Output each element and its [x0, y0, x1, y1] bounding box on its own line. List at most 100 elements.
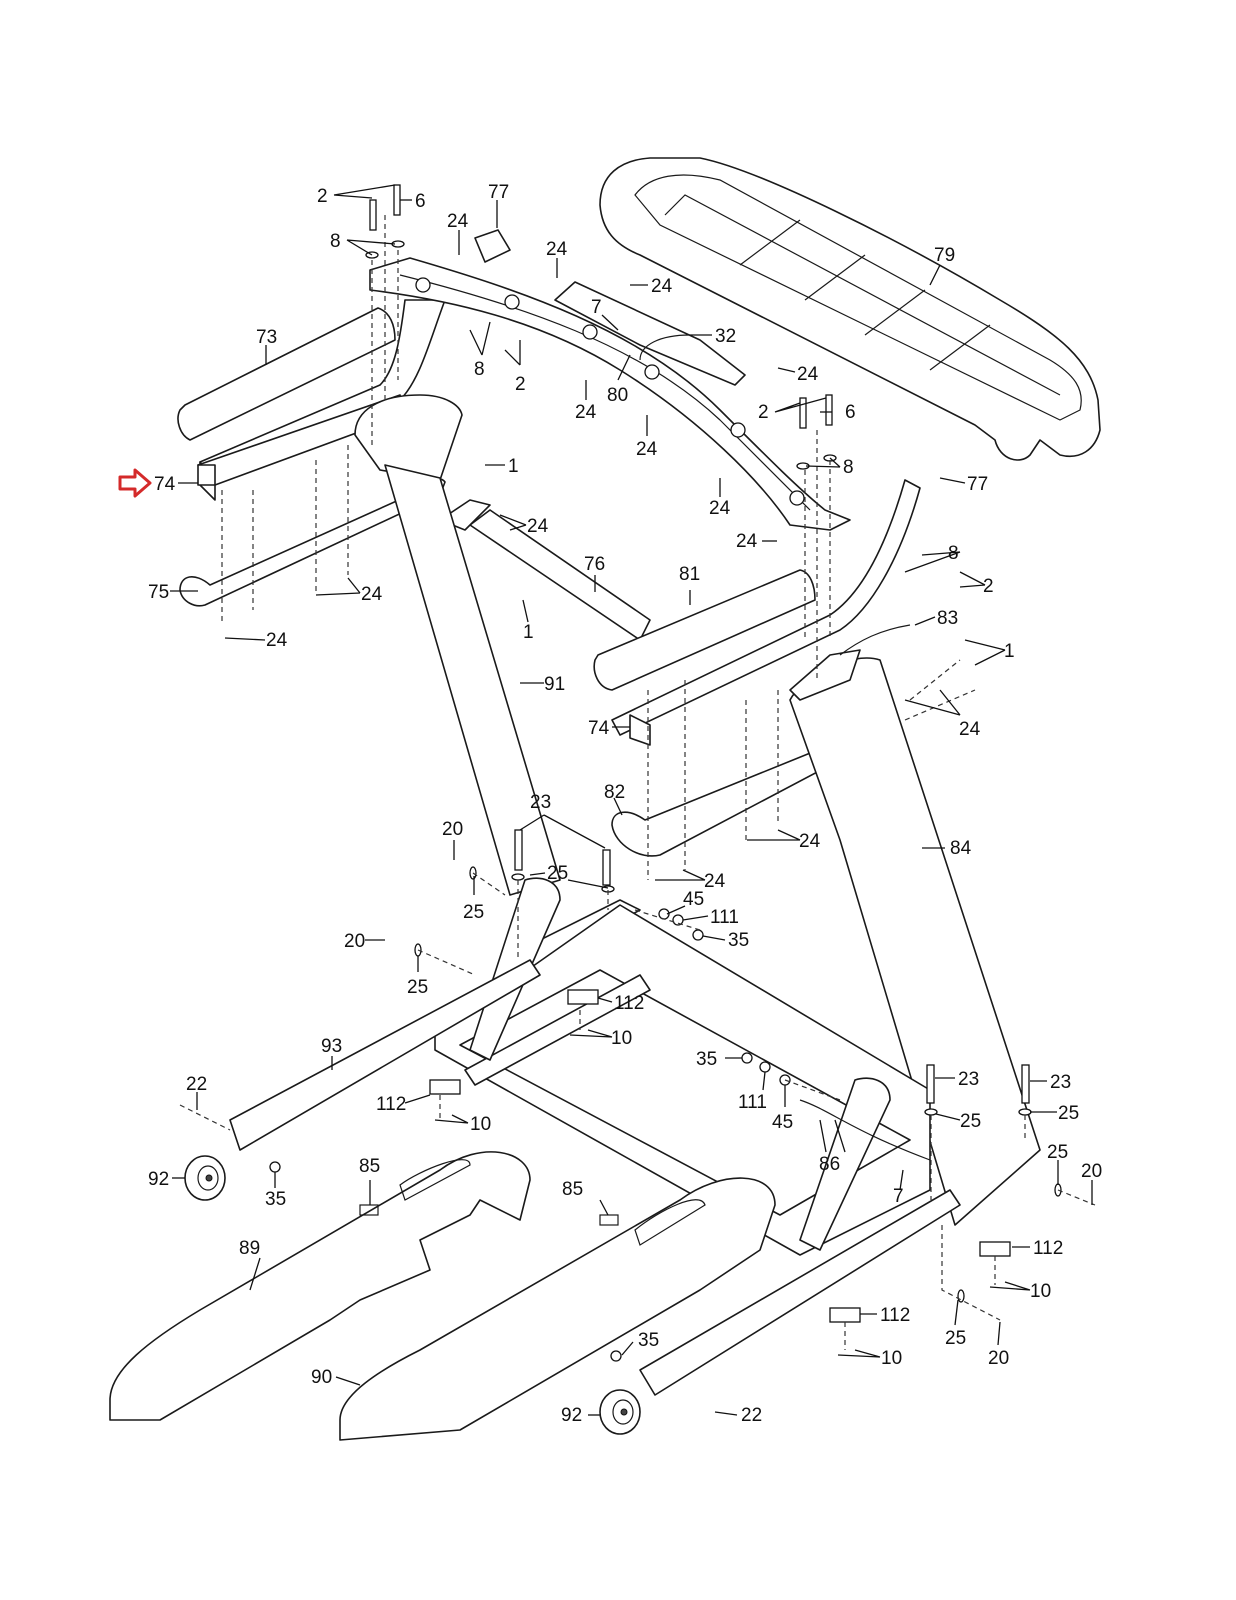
callout: 89: [239, 1238, 260, 1259]
wheel-92-left: [184, 1155, 226, 1201]
callout: 2: [515, 374, 526, 395]
handlebar-pad-81: [593, 569, 816, 691]
callout: 23: [530, 792, 551, 813]
callout: 22: [741, 1405, 762, 1426]
callout: 112: [1033, 1238, 1063, 1259]
callout: 2: [317, 186, 328, 207]
callout: 81: [679, 564, 700, 585]
callout: 2: [983, 576, 994, 597]
cable-32: [639, 334, 691, 361]
callout: 8: [330, 231, 341, 252]
callout: 24: [797, 364, 819, 385]
highlight-arrow-icon: [118, 468, 152, 498]
callout: 10: [470, 1114, 491, 1135]
callout: 35: [638, 1330, 659, 1351]
callout: 8: [948, 543, 959, 564]
assembly-lines: [179, 215, 1096, 1350]
bracket-plate: [554, 281, 746, 386]
callout: 91: [544, 674, 565, 695]
callout: 10: [611, 1028, 632, 1049]
callout: 6: [415, 191, 426, 212]
callout: 24: [527, 516, 549, 537]
console-tray-79: [599, 157, 1101, 461]
handlebar-pad-73: [177, 307, 396, 441]
callout: 79: [934, 245, 955, 266]
callout: 24: [546, 239, 568, 260]
callout: 85: [562, 1179, 583, 1200]
callout: 112: [614, 993, 644, 1014]
upright-cap: [354, 394, 463, 481]
cable-86: [799, 1099, 931, 1161]
callout: 24: [266, 630, 288, 651]
callout: 74: [154, 474, 176, 495]
callout: 93: [321, 1036, 342, 1057]
callout: 24: [709, 498, 731, 519]
callout: 25: [1058, 1103, 1079, 1124]
callout: 8: [474, 359, 485, 380]
callout: 83: [937, 608, 958, 629]
frame-rail-right: [639, 1189, 961, 1396]
base-cover-89: [109, 1151, 531, 1421]
cable-83: [839, 624, 911, 656]
callout: 10: [881, 1348, 902, 1369]
callout: 84: [950, 838, 972, 859]
callout: 6: [845, 402, 856, 423]
base-cover-90: [339, 1177, 776, 1441]
callout: 92: [561, 1405, 582, 1426]
callout: 82: [604, 782, 625, 803]
callout: 24: [575, 402, 597, 423]
crosstube-76: [469, 509, 651, 641]
callout: 80: [607, 385, 628, 406]
upright-right-frame: [611, 479, 921, 746]
wire-bracket-83: [789, 649, 861, 701]
callout: 25: [547, 863, 568, 884]
callout: 25: [960, 1111, 981, 1132]
callout: 7: [591, 297, 602, 318]
callout: 85: [359, 1156, 380, 1177]
callout: 8: [843, 457, 854, 478]
callout-labels: 2 6 77 24 8 24 24 79 73 7 32 8 2 24 80 2…: [148, 182, 1102, 1426]
callout: 7: [893, 1186, 904, 1207]
callout: 74: [588, 718, 610, 739]
callout: 24: [959, 719, 981, 740]
callout: 24: [361, 584, 383, 605]
callout: 24: [736, 531, 758, 552]
wheel-92-right: [599, 1389, 641, 1435]
callout: 24: [636, 439, 658, 460]
callout: 24: [447, 211, 469, 232]
callout: 76: [584, 554, 605, 575]
callout: 112: [880, 1305, 910, 1326]
callout: 22: [186, 1074, 207, 1095]
callout: 75: [148, 582, 169, 603]
callout: 1: [508, 456, 519, 477]
callout: 90: [311, 1367, 332, 1388]
callout: 20: [344, 931, 365, 952]
callout: 77: [488, 182, 509, 203]
callout: 24: [799, 831, 821, 852]
upper-bracket-77-mount: [474, 229, 511, 263]
callout: 92: [148, 1169, 169, 1190]
frame-rail-93: [229, 959, 541, 1151]
callout: 35: [728, 930, 749, 951]
callout: 35: [265, 1189, 286, 1210]
crossbar-80: [369, 257, 851, 531]
upright-91: [384, 464, 561, 896]
callout: 25: [407, 977, 428, 998]
callout: 25: [463, 902, 484, 923]
callout: 2: [758, 402, 769, 423]
callout: 35: [696, 1049, 717, 1070]
callout: 32: [715, 326, 736, 347]
callout: 20: [1081, 1161, 1102, 1182]
callout: 77: [967, 474, 988, 495]
callout: 20: [988, 1348, 1009, 1369]
leader-lines: [170, 184, 1093, 1416]
callout: 1: [523, 622, 534, 643]
callout: 23: [958, 1069, 979, 1090]
callout: 24: [651, 276, 673, 297]
callout: 25: [1047, 1142, 1068, 1163]
callout: 45: [772, 1112, 793, 1133]
callout: 73: [256, 327, 277, 348]
callout: 86: [819, 1154, 840, 1175]
callout: 10: [1030, 1281, 1051, 1302]
